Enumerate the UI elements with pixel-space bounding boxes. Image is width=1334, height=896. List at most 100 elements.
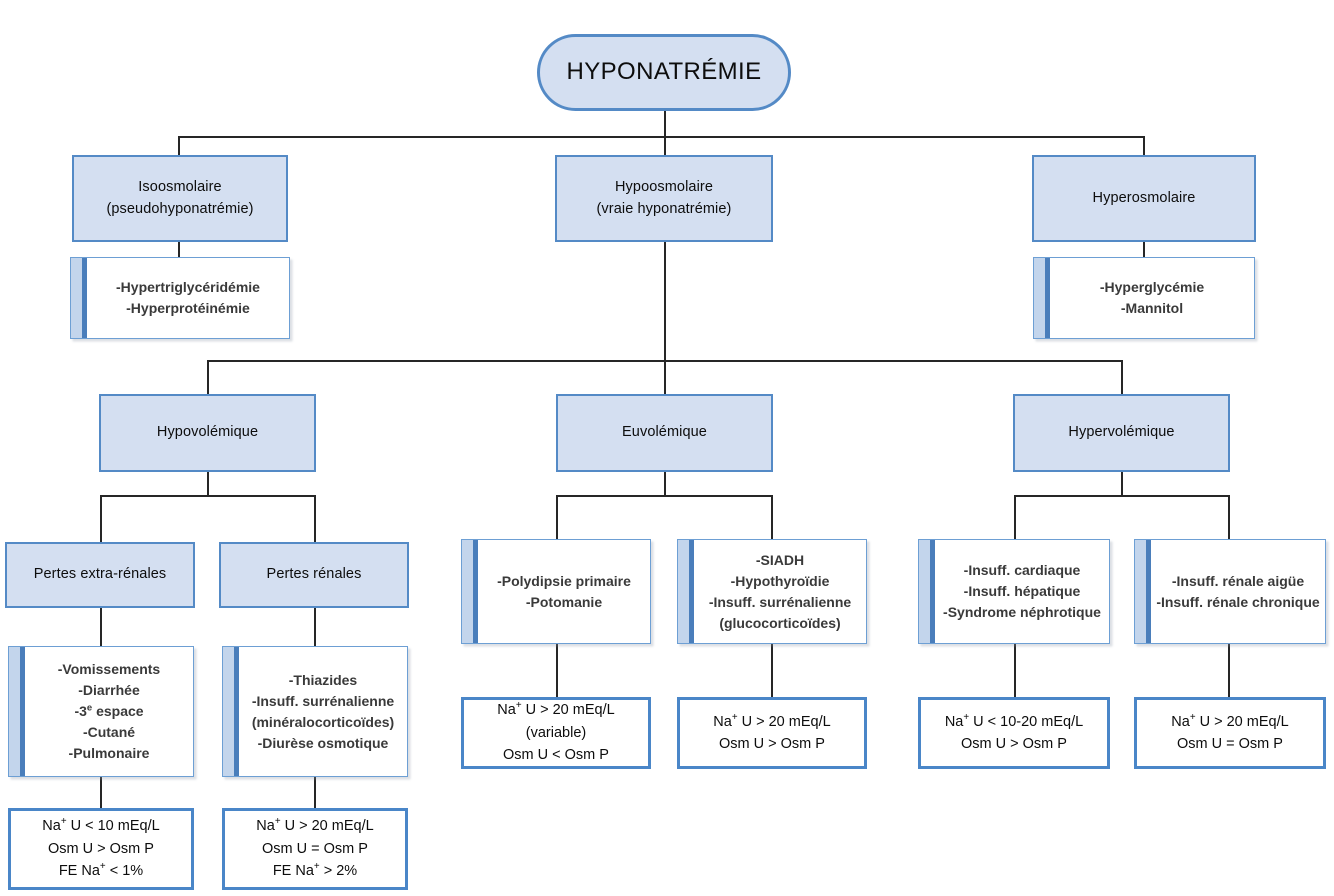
node-hyponatremie-root[interactable]: HYPONATRÉMIE: [537, 34, 791, 111]
connector-siadh-labs: [771, 644, 773, 698]
connector-isoosmolar-causes: [178, 241, 180, 258]
listbox-extrarenal-causes[interactable]: -Vomissements -Diarrhée -3e espace -Cuta…: [8, 646, 194, 777]
cause-item-3e-espace: -3e espace: [30, 701, 188, 722]
accent-dark-bar: [82, 258, 87, 338]
lab-line: Osm U > Osm P: [719, 736, 825, 752]
lab-line: Na+ U < 10 mEq/L: [42, 816, 160, 835]
lab-line: Na+ U > 20 mEq/L: [713, 711, 831, 730]
listbox-renal-causes[interactable]: -Thiazides -Insuff. surrénalienne (minér…: [222, 646, 408, 777]
cause-item: (glucocorticoïdes): [719, 614, 841, 631]
listbox-siadh-causes[interactable]: -SIADH -Hypothyroïdie -Insuff. surrénali…: [677, 539, 867, 644]
connector-to-siadh: [771, 495, 773, 540]
cause-item: -Insuff. hépatique: [963, 583, 1081, 599]
labbox-siadh[interactable]: Na+ U > 20 mEq/L Osm U > Osm P: [677, 697, 867, 769]
node-euvolemique[interactable]: Euvolémique: [556, 394, 773, 472]
cause-item: -Diarrhée: [78, 682, 140, 698]
listbox-isoosmolaire-causes[interactable]: -Hypertriglycéridémie -Hyperprotéinémie: [70, 257, 290, 339]
labbox-renal[interactable]: Na+ U > 20 mEq/L Osm U = Osm P FE Na+ > …: [222, 808, 408, 890]
connector-to-euvolemic: [664, 360, 666, 395]
accent-dark-bar: [1146, 540, 1151, 643]
connector-extrarenal-labs: [100, 777, 102, 809]
cause-item: -Insuff. rénale chronique: [1156, 593, 1320, 610]
lab-line: Osm U > Osm P: [48, 840, 154, 857]
accent-pale-bar: [462, 540, 473, 643]
cause-item: -Potomanie: [525, 593, 603, 610]
accent-pale-bar: [678, 540, 689, 643]
accent-pale-bar: [1135, 540, 1146, 643]
cause-item: -Polydipsie primaire: [497, 572, 631, 589]
hypovolemique-label: Hypovolémique: [156, 424, 259, 441]
cause-item: -Insuff. cardiaque: [963, 562, 1081, 578]
connector-root-down: [664, 110, 666, 137]
cause-3e-prefix: -3: [74, 703, 87, 719]
cause-item: -Vomissements: [57, 661, 161, 677]
cause-item: -Cutané: [82, 724, 136, 740]
connector-to-renal: [314, 495, 316, 542]
cause-item: -Insuff. rénale aigüe: [1171, 572, 1305, 589]
connector-hypovolemic-down: [207, 472, 209, 496]
lab-line: Osm U < Osm P: [503, 747, 609, 764]
hypoosmolaire-line1: Hypoosmolaire: [614, 179, 713, 196]
lab-line: Na+ U > 20 mEq/L (variable): [497, 700, 615, 741]
accent-pale-bar: [919, 540, 930, 643]
connector-euvolemic-split: [556, 495, 772, 497]
pertes-extra-renales-label: Pertes extra-rénales: [33, 566, 167, 583]
accent-dark-bar: [930, 540, 935, 643]
node-hypovolemique[interactable]: Hypovolémique: [99, 394, 316, 472]
connector-to-hypovolemic: [207, 360, 209, 395]
cause-item: -Hyperprotéinémie: [126, 300, 250, 316]
cause-item: -Hypothyroïdie: [730, 572, 830, 589]
connector-euvolemic-down: [664, 472, 666, 496]
hyperosmolaire-line1: Hyperosmolaire: [1092, 189, 1196, 206]
labbox-extrarenal[interactable]: Na+ U < 10 mEq/L Osm U > Osm P FE Na+ < …: [8, 808, 194, 890]
node-pertes-renales[interactable]: Pertes rénales: [219, 542, 409, 608]
cause-item: -SIADH: [755, 551, 805, 568]
node-pertes-extra-renales[interactable]: Pertes extra-rénales: [5, 542, 195, 608]
listbox-hyperosmolaire-causes[interactable]: -Hyperglycémie -Mannitol: [1033, 257, 1255, 339]
accent-dark-bar: [689, 540, 694, 643]
pertes-renales-label: Pertes rénales: [266, 566, 362, 583]
connector-to-hypoosmolar: [664, 136, 666, 156]
hypoosmolaire-line2: (vraie hyponatrémie): [596, 200, 732, 217]
node-hypervolemique[interactable]: Hypervolémique: [1013, 394, 1230, 472]
lab-line: Osm U > Osm P: [961, 736, 1067, 752]
accent-dark-bar: [234, 647, 239, 776]
connector-renal-labs: [314, 777, 316, 809]
connector-to-hypervolemic: [1121, 360, 1123, 395]
listbox-edemateux-causes[interactable]: -Insuff. cardiaque -Insuff. hépatique -S…: [918, 539, 1110, 644]
root-label: HYPONATRÉMIE: [566, 58, 762, 86]
accent-pale-bar: [223, 647, 234, 776]
lab-line: FE Na+ > 2%: [272, 861, 358, 880]
cause-item: -Insuff. surrénalienne: [251, 692, 395, 709]
lab-line: Na+ U < 10-20 mEq/L: [944, 711, 1084, 730]
connector-to-isoosmolar: [178, 136, 180, 156]
connector-to-extrarenal: [100, 495, 102, 542]
listbox-insuffisance-renale-causes[interactable]: -Insuff. rénale aigüe -Insuff. rénale ch…: [1134, 539, 1326, 644]
cause-item: -Pulmonaire: [68, 745, 150, 761]
labbox-insuffisance-renale[interactable]: Na+ U > 20 mEq/L Osm U = Osm P: [1134, 697, 1326, 769]
cause-item: -Insuff. surrénalienne: [708, 593, 852, 610]
labbox-polydipsie[interactable]: Na+ U > 20 mEq/L (variable) Osm U < Osm …: [461, 697, 651, 769]
node-hypoosmolaire[interactable]: Hypoosmolaire (vraie hyponatrémie): [555, 155, 773, 242]
cause-3e-sup: e: [86, 702, 93, 714]
connector-edematous-labs: [1014, 644, 1016, 698]
connector-hypervolemic-split: [1014, 495, 1229, 497]
node-hyperosmolaire[interactable]: Hyperosmolaire: [1032, 155, 1256, 242]
connector-to-polydipsia: [556, 495, 558, 540]
cause-item: -Mannitol: [1120, 300, 1184, 316]
connector-renalfailure-labs: [1228, 644, 1230, 698]
cause-item: -Diurèse osmotique: [257, 734, 389, 751]
connector-hypoosmolar-down: [664, 241, 666, 361]
hypervolemique-label: Hypervolémique: [1068, 424, 1175, 441]
cause-3e-suffix: espace: [92, 703, 144, 719]
connector-to-edematous: [1014, 495, 1016, 540]
listbox-polydipsie-causes[interactable]: -Polydipsie primaire -Potomanie: [461, 539, 651, 644]
labbox-edemateux[interactable]: Na+ U < 10-20 mEq/L Osm U > Osm P: [918, 697, 1110, 769]
cause-item: -Hyperglycémie: [1099, 279, 1205, 295]
accent-pale-bar: [71, 258, 82, 338]
connector-hypovolemic-split: [100, 495, 315, 497]
cause-item: -Thiazides: [288, 671, 358, 688]
connector-hyperosmolar-causes: [1143, 241, 1145, 258]
node-isoosmolaire[interactable]: Isoosmolaire (pseudohyponatrémie): [72, 155, 288, 242]
